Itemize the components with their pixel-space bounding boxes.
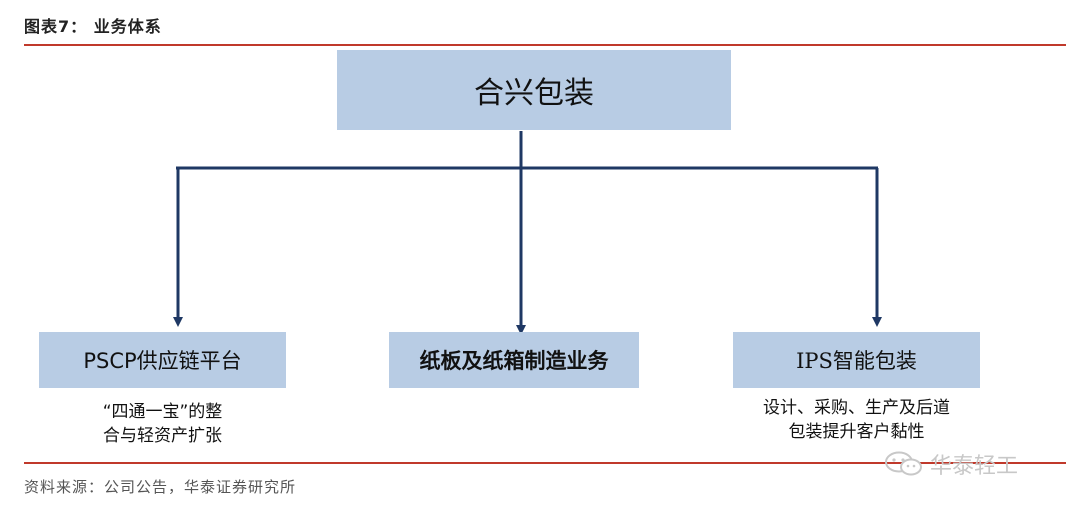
child-node-paperboard: 纸板及纸箱制造业务 xyxy=(389,332,639,388)
ips-description-line: 设计、采购、生产及后道 xyxy=(763,398,950,418)
pscp-description: “四通一宝”的整 合与轻资产扩张 xyxy=(39,400,286,448)
ips-description: 设计、采购、生产及后道 包装提升客户黏性 xyxy=(733,396,980,444)
watermark: 华泰轻工 xyxy=(884,448,1018,480)
root-node: 合兴包装 xyxy=(337,50,731,130)
child-node-ips: IPS智能包装 xyxy=(733,332,980,388)
child-node-pscp: PSCP供应链平台 xyxy=(39,332,286,388)
watermark-text: 华泰轻工 xyxy=(930,454,1019,479)
top-rule xyxy=(24,44,1066,46)
pscp-description-line: “四通一宝”的整 xyxy=(102,402,223,422)
wechat-icon xyxy=(885,451,922,476)
bottom-rule xyxy=(24,462,1066,464)
source-note: 资料来源：公司公告，华泰证券研究所 xyxy=(24,478,297,496)
ips-description-line: 包装提升客户黏性 xyxy=(788,422,925,442)
pscp-description-line: 合与轻资产扩张 xyxy=(103,426,222,446)
figure-title: 图表7： 业务体系 xyxy=(24,17,162,36)
